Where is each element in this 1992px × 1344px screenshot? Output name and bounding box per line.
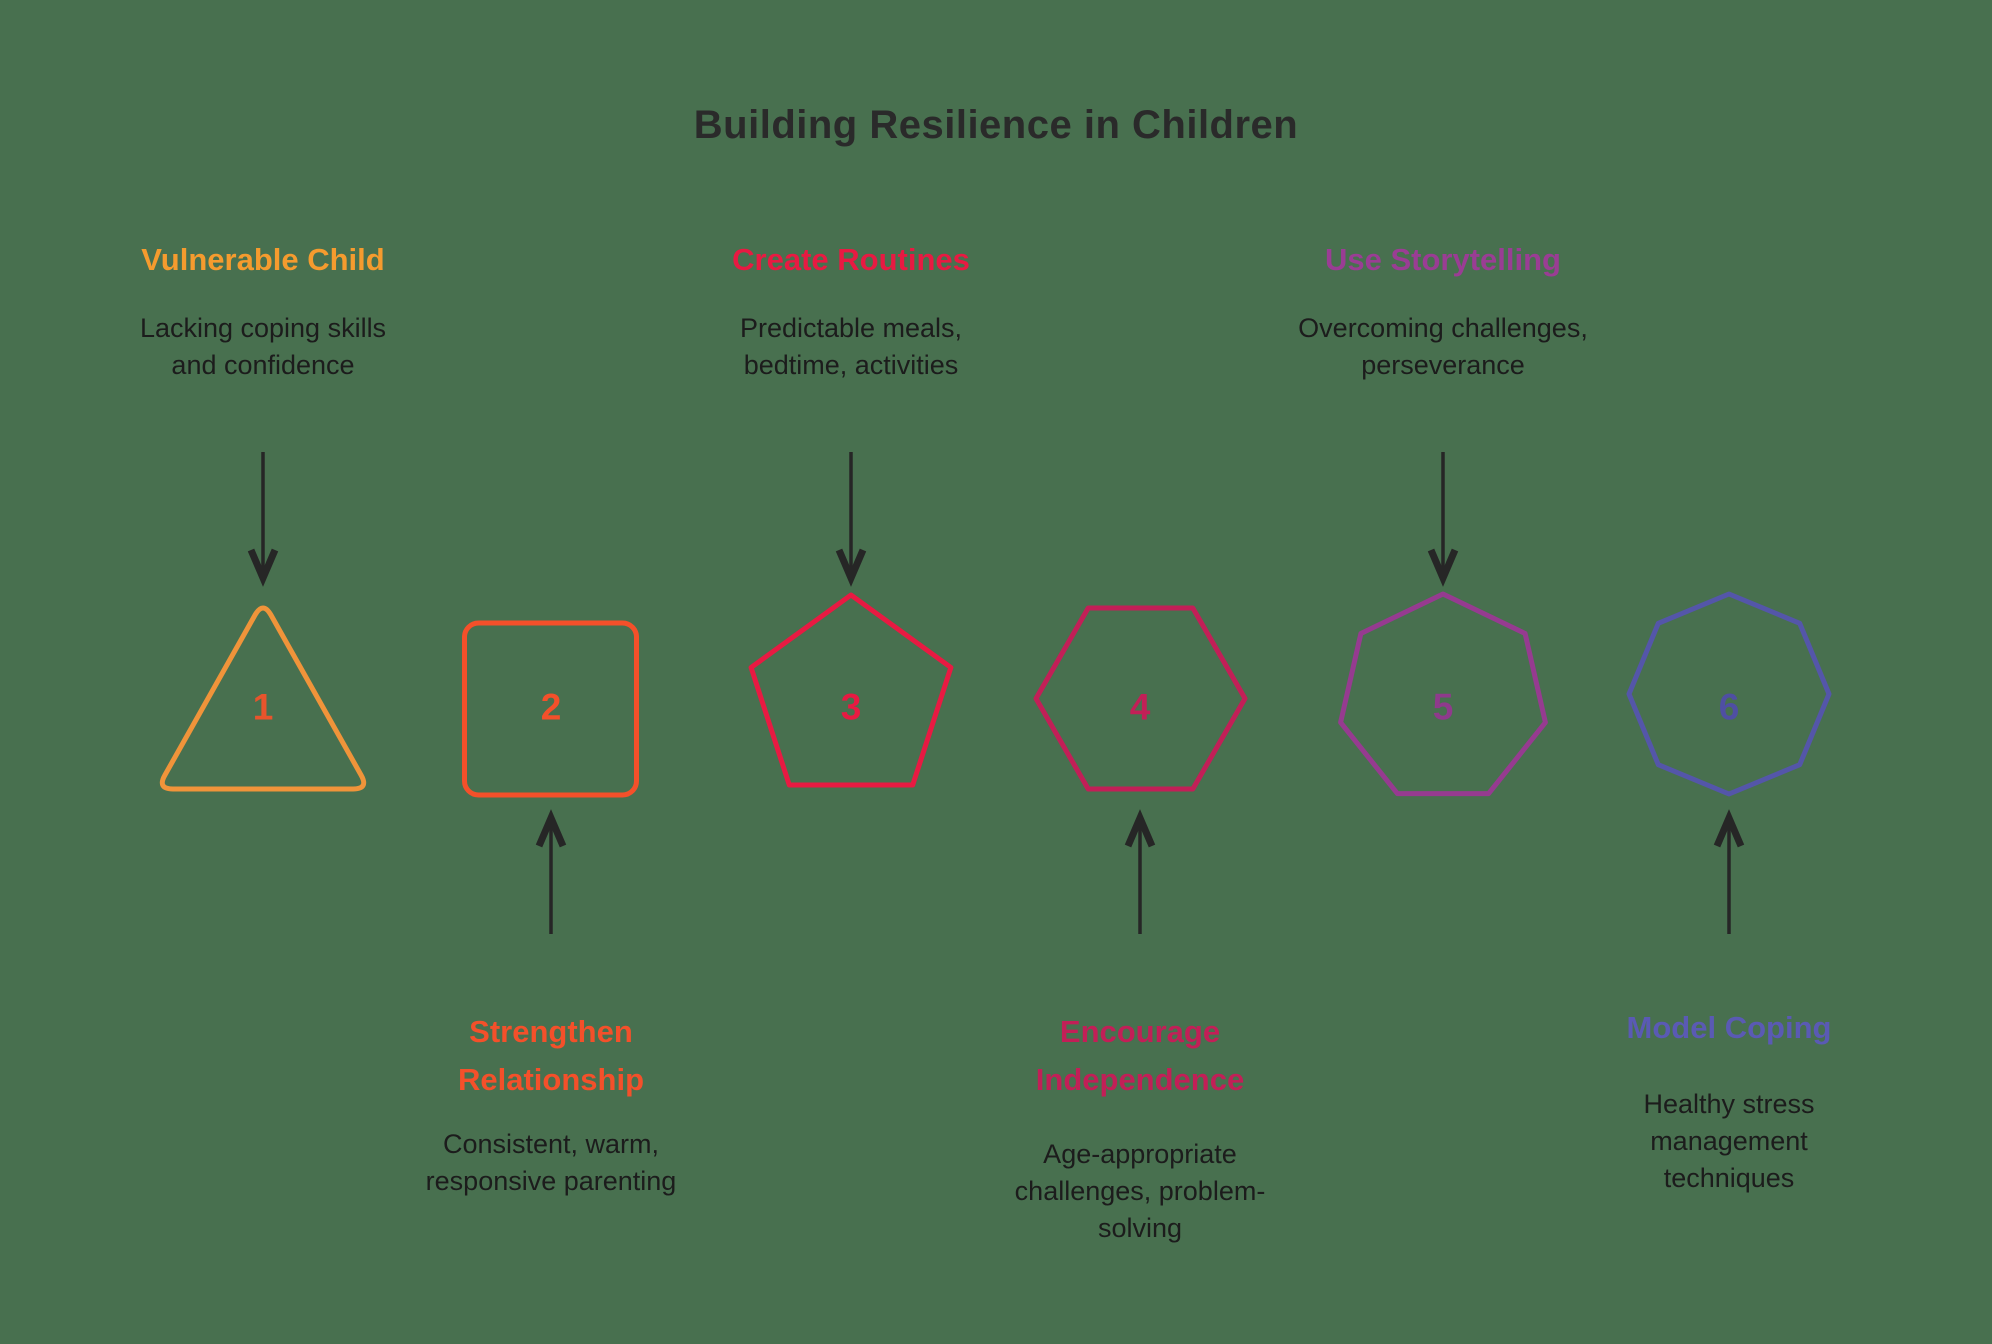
step-1-number: 1	[252, 686, 274, 728]
step-6-title: Model Coping	[1626, 1010, 1832, 1045]
step-3-number: 3	[840, 686, 862, 728]
step-5-description: Overcoming challenges, perseverance	[1298, 313, 1588, 380]
step-1-description: Lacking coping skills and confidence	[139, 313, 387, 380]
diagram-title: Building Resilience in Children	[693, 103, 1299, 147]
step-6-number: 6	[1718, 686, 1740, 728]
triangle-shape	[159, 605, 367, 792]
down-arrow-5	[1427, 452, 1459, 587]
up-arrow-2	[535, 809, 567, 934]
square-shape	[462, 620, 639, 798]
step-2-number: 2	[540, 686, 562, 728]
step-6-description: Healthy stress management techniques	[1643, 1089, 1815, 1193]
step-5-number: 5	[1432, 686, 1454, 728]
step-3-description: Predictable meals, bedtime, activities	[739, 313, 963, 380]
heptagon-shape	[1338, 591, 1548, 797]
up-arrow-6	[1713, 809, 1745, 934]
step-3-title: Create Routines	[732, 242, 970, 277]
step-1-title: Vulnerable Child	[141, 242, 385, 277]
pentagon-shape	[748, 592, 954, 788]
octagon-shape	[1626, 591, 1832, 797]
hexagon-shape	[1033, 605, 1248, 792]
step-4-number: 4	[1129, 686, 1151, 728]
step-2-description: Consistent, warm, responsive parenting	[425, 1129, 677, 1196]
up-arrow-4	[1124, 809, 1156, 934]
step-2-title: Strengthen Relationship	[457, 1014, 645, 1097]
step-4-title: Encourage Independence	[1035, 1014, 1245, 1097]
step-5-title: Use Storytelling	[1325, 242, 1561, 277]
step-4-description: Age-appropriate challenges, problem- sol…	[1014, 1139, 1266, 1243]
down-arrow-3	[835, 452, 867, 587]
down-arrow-1	[247, 452, 279, 587]
